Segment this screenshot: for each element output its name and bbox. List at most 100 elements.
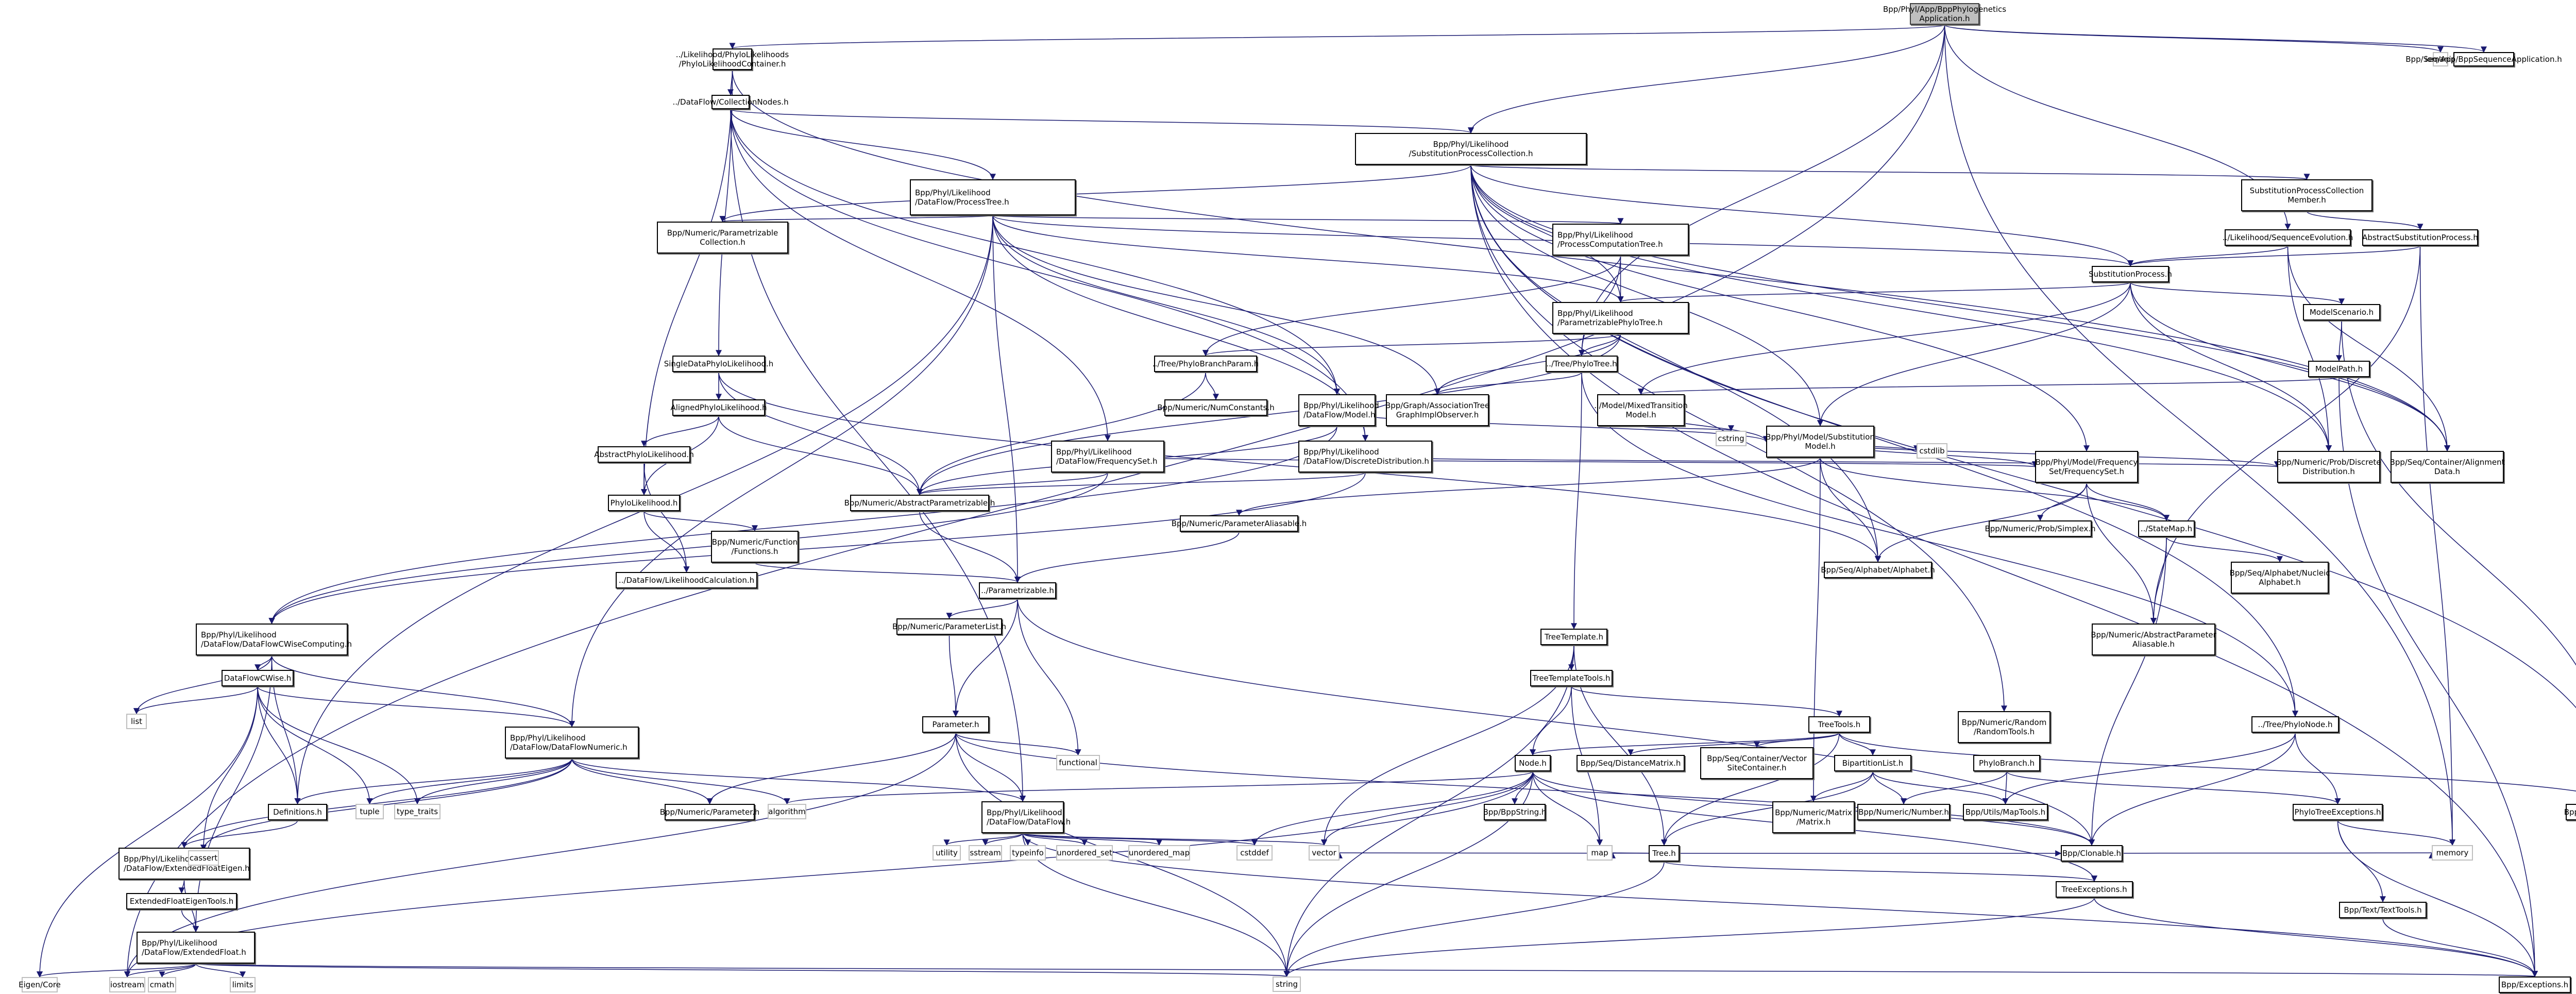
node-cmath[interactable]: cmath xyxy=(148,977,176,992)
node-dataflow-frequencyset[interactable]: Bpp/Phyl/Likelihood /DataFlow/FrequencyS… xyxy=(1051,441,1164,473)
node-iostream[interactable]: iostream xyxy=(109,977,145,992)
node-algorithm[interactable]: algorithm xyxy=(768,804,806,819)
node-bppsequenceapplication[interactable]: Bpp/Seq/App/BppSequenceApplication.h xyxy=(2405,52,2562,66)
node-substitutionprocesscollectionmember[interactable]: SubstitutionProcessCollection Member.h xyxy=(2241,179,2372,211)
node-parametrizable[interactable]: ../Parametrizable.h xyxy=(979,582,1056,599)
node-exceptions[interactable]: Bpp/Exceptions.h xyxy=(2499,976,2571,993)
node-parameterlist[interactable]: Bpp/Numeric/ParameterList.h xyxy=(892,618,1006,635)
node-string[interactable]: string xyxy=(1273,976,1301,992)
node-phylobranchparam[interactable]: ../Tree/PhyloBranchParam.h xyxy=(1153,356,1259,372)
node-cstring[interactable]: cstring xyxy=(1716,431,1747,446)
node-processcomputationtree[interactable]: Bpp/Phyl/Likelihood /ProcessComputationT… xyxy=(1552,224,1689,256)
node-vectortools[interactable]: Bpp/Numeric/VectorTools.h xyxy=(2564,804,2576,820)
node-typeinfo[interactable]: typeinfo xyxy=(1010,845,1046,861)
node-substitutionprocesscollection[interactable]: Bpp/Phyl/Likelihood /SubstitutionProcess… xyxy=(1355,133,1587,165)
node-prob-discretedistribution[interactable]: Bpp/Numeric/Prob/Discrete Distribution.h xyxy=(2277,451,2381,483)
node-type-traits[interactable]: type_traits xyxy=(394,804,440,819)
node-statemap[interactable]: ../StateMap.h xyxy=(2138,520,2195,537)
node-alignmentdata[interactable]: Bpp/Seq/Container/Alignment Data.h xyxy=(2390,451,2504,483)
node-parametrizablecollection[interactable]: Bpp/Numeric/Parametrizable Collection.h xyxy=(657,222,788,254)
node-vectorsitecontainer[interactable]: Bpp/Seq/Container/Vector SiteContainer.h xyxy=(1700,747,1814,779)
node-parameteraliasable[interactable]: Bpp/Numeric/ParameterAliasable.h xyxy=(1172,515,1307,532)
node-dataflow[interactable]: Bpp/Phyl/Likelihood /DataFlow/DataFlow.h xyxy=(981,801,1071,833)
node-phylolikelihoodcontainer[interactable]: ../Likelihood/PhyloLikelihoods /PhyloLik… xyxy=(676,48,789,70)
node-abstractphylolikelihood[interactable]: AbstractPhyloLikelihood.h xyxy=(594,446,694,463)
node-limits[interactable]: limits xyxy=(230,977,256,992)
node-bipartitionlist[interactable]: BipartitionList.h xyxy=(1834,755,1911,771)
node-modelscenario[interactable]: ModelScenario.h xyxy=(2303,304,2380,321)
node-parametrizablephylotree[interactable]: Bpp/Phyl/Likelihood /ParametrizablePhylo… xyxy=(1552,302,1689,334)
node-phylobranch[interactable]: PhyloBranch.h xyxy=(1973,755,2040,771)
node-maptools[interactable]: Bpp/Utils/MapTools.h xyxy=(1963,804,2048,820)
node-functional[interactable]: functional xyxy=(1056,755,1100,770)
node-dataflowcwisecomputing[interactable]: Bpp/Phyl/Likelihood /DataFlow/DataFlowCW… xyxy=(196,624,352,655)
node-frequencyset[interactable]: Bpp/Phyl/Model/Frequency Set/FrequencySe… xyxy=(2035,451,2138,483)
node-parameter[interactable]: Parameter.h xyxy=(922,716,989,733)
node-abstractparametrizable[interactable]: Bpp/Numeric/AbstractParametrizable.h xyxy=(844,495,995,511)
node-treetools[interactable]: TreeTools.h xyxy=(1808,716,1870,733)
edge-dfnumeric-to-definitions xyxy=(294,758,572,805)
node-functions[interactable]: Bpp/Numeric/Function /Functions.h xyxy=(711,531,799,563)
node-phylotreeexceptions[interactable]: PhyloTreeExceptions.h xyxy=(2293,804,2383,820)
node-texttools[interactable]: Bpp/Text/TextTools.h xyxy=(2339,902,2427,918)
node-tuple[interactable]: tuple xyxy=(355,804,384,819)
node-utility[interactable]: utility xyxy=(933,845,961,861)
node-sstream[interactable]: sstream xyxy=(969,845,1002,861)
node-cstdlib[interactable]: cstdlib xyxy=(1917,443,1947,459)
node-phylolikelihood[interactable]: PhyloLikelihood.h xyxy=(608,495,680,511)
node-distancematrix[interactable]: Bpp/Seq/DistanceMatrix.h xyxy=(1577,755,1685,771)
node-singledataphylolikelihood[interactable]: SingleDataPhyloLikelihood.h xyxy=(664,356,773,372)
node-cstddef[interactable]: cstddef xyxy=(1236,845,1273,861)
node-unordered-map[interactable]: unordered_map xyxy=(1128,845,1190,861)
node-collectionnodes[interactable]: ../DataFlow/CollectionNodes.h xyxy=(672,95,789,109)
node-number[interactable]: Bpp/Numeric/Number.h xyxy=(1857,804,1950,820)
edge-dataflow-to-unordset xyxy=(1022,833,1088,846)
node-clonable[interactable]: Bpp/Clonable.h xyxy=(2061,845,2123,862)
node-phylotree[interactable]: ../Tree/PhyloTree.h xyxy=(1546,356,1618,372)
node-mixedtransitionmodel[interactable]: ../Model/MixedTransition Model.h xyxy=(1594,394,1688,426)
node-vector[interactable]: vector xyxy=(1309,845,1340,861)
node-phylonode[interactable]: ../Tree/PhyloNode.h xyxy=(2251,716,2339,733)
edge-parameter-to-string xyxy=(955,732,1290,978)
node-cassert[interactable]: cassert xyxy=(188,850,219,866)
node-dataflow-model[interactable]: Bpp/Phyl/Likelihood /DataFlow/Model.h xyxy=(1298,394,1379,426)
node-associationtreegraphimplobserver[interactable]: Bpp/Graph/AssociationTree GraphImplObser… xyxy=(1385,394,1489,426)
node-abstractparameteraliasable[interactable]: Bpp/Numeric/AbstractParameter Aliasable.… xyxy=(2091,624,2216,655)
node-dataflownumeric[interactable]: Bpp/Phyl/Likelihood /DataFlow/DataFlowNu… xyxy=(505,727,639,759)
node-likelihoodcalculation[interactable]: ../DataFlow/LikelihoodCalculation.h xyxy=(616,572,757,588)
node-substitutionmodel[interactable]: Bpp/Phyl/Model/Substitution Model.h xyxy=(1766,426,1875,458)
node-map[interactable]: map xyxy=(1587,845,1613,861)
node-bppstring[interactable]: Bpp/BppString.h xyxy=(1483,804,1546,820)
node-extendedfloateigentools[interactable]: ExtendedFloatEigenTools.h xyxy=(126,893,237,909)
node-nucleicalphabet[interactable]: Bpp/Seq/Alphabet/Nucleic Alphabet.h xyxy=(2230,562,2330,594)
node-abstractsubstitutionprocess[interactable]: AbstractSubstitutionProcess.h xyxy=(2362,229,2478,246)
node-substitutionprocess[interactable]: SubstitutionProcess.h xyxy=(2089,266,2172,282)
node-list[interactable]: list xyxy=(126,714,147,729)
node-sequenceevolution[interactable]: ../Likelihood/SequenceEvolution.h xyxy=(2223,229,2353,246)
node-numeric-parameter[interactable]: Bpp/Numeric/Parameter.h xyxy=(660,804,759,820)
node-simplex[interactable]: Bpp/Numeric/Prob/Simplex.h xyxy=(1985,520,2096,537)
node-dataflowcwise[interactable]: DataFlowCWise.h xyxy=(222,670,294,686)
node-extendedfloateigen[interactable]: Bpp/Phyl/Likelihood /DataFlow/ExtendedFl… xyxy=(118,848,250,880)
node-root-bppphylogeneticsapplication[interactable]: Bpp/Phyl/App/BppPhylogenetics Applicatio… xyxy=(1883,3,2006,25)
node-memory[interactable]: memory xyxy=(2432,845,2473,861)
node-node[interactable]: Node.h xyxy=(1515,755,1551,771)
node-treeexceptions[interactable]: TreeExceptions.h xyxy=(2056,881,2133,898)
node-dataflow-discretedistribution[interactable]: Bpp/Phyl/Likelihood /DataFlow/DiscreteDi… xyxy=(1298,441,1432,473)
node-extendedfloat[interactable]: Bpp/Phyl/Likelihood /DataFlow/ExtendedFl… xyxy=(137,932,255,964)
edge-paramphylotree-to-phylotree xyxy=(1579,333,1621,357)
edge-abssubproc-to-memory xyxy=(2419,245,2455,846)
node-alignedphylolikelihood[interactable]: AlignedPhyloLikelihood.h xyxy=(670,399,767,416)
node-processtree[interactable]: Bpp/Phyl/Likelihood /DataFlow/ProcessTre… xyxy=(910,179,1076,215)
node-definitions[interactable]: Definitions.h xyxy=(268,804,327,820)
node-tree[interactable]: Tree.h xyxy=(1649,845,1680,862)
node-unordered-set[interactable]: unordered_set xyxy=(1056,845,1113,861)
node-modelpath[interactable]: ModelPath.h xyxy=(2308,361,2370,377)
node-treetemplatetools[interactable]: TreeTemplateTools.h xyxy=(1530,670,1613,686)
node-treetemplate[interactable]: TreeTemplate.h xyxy=(1540,629,1607,645)
node-alphabet[interactable]: Bpp/Seq/Alphabet/Alphabet.h xyxy=(1821,562,1935,578)
node-numconstants[interactable]: Bpp/Numeric/NumConstants.h xyxy=(1157,399,1275,416)
node-matrix[interactable]: Bpp/Numeric/Matrix /Matrix.h xyxy=(1772,801,1855,833)
node-eigen-core[interactable]: Eigen/Core xyxy=(19,977,61,992)
node-randomtools[interactable]: Bpp/Numeric/Random /RandomTools.h xyxy=(1958,711,2050,743)
